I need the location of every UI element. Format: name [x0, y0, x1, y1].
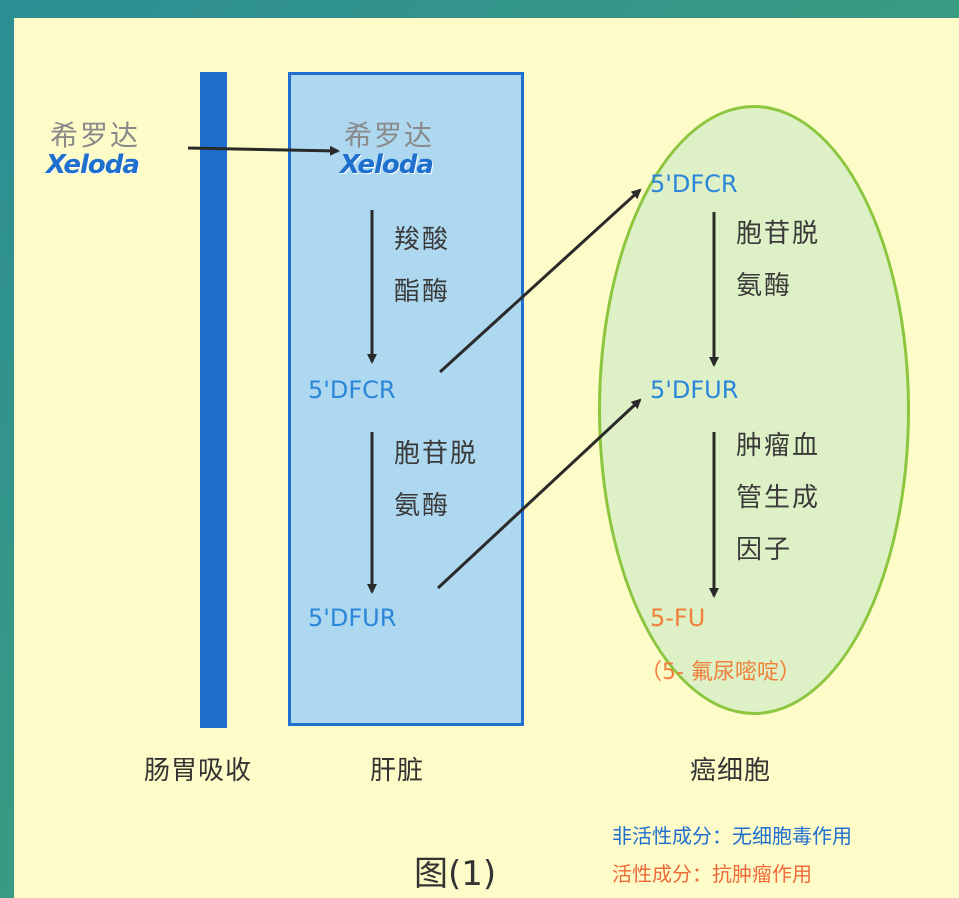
region-label-gut: 肠胃吸收 — [144, 756, 253, 786]
cell-enzyme2-line3: 因子 — [736, 535, 793, 565]
liver-enzyme2-line1: 胞苷脱 — [394, 439, 479, 469]
cell-enzyme2-line1: 肿瘤血 — [736, 431, 821, 461]
drug-logo-liver: Xeloda — [340, 150, 434, 180]
liver-enzyme1-line2: 酯酶 — [394, 277, 451, 307]
drug-logo-gut: Xeloda — [46, 150, 140, 180]
region-label-liver: 肝脏 — [370, 756, 425, 786]
cell-entry2: 5'DFUR — [650, 376, 739, 404]
liver-intermediate1: 5'DFCR — [308, 376, 396, 404]
region-label-cancer-cell: 癌细胞 — [690, 756, 772, 786]
gut-absorption-bar — [200, 72, 227, 728]
liver-enzyme1-line1: 羧酸 — [394, 225, 451, 255]
liver-enzyme2-line2: 氨酶 — [394, 491, 451, 521]
cancer-cell-region — [598, 105, 910, 715]
cell-enzyme1-line2: 氨酶 — [736, 271, 793, 301]
cell-product-cn: （5- 氟尿嘧啶） — [640, 660, 801, 685]
legend-active: 活性成分：抗肿瘤作用 — [612, 862, 812, 886]
cell-product: 5-FU — [650, 604, 706, 632]
cell-enzyme2-line2: 管生成 — [736, 483, 821, 513]
legend-inactive: 非活性成分：无细胞毒作用 — [612, 824, 852, 848]
cell-enzyme1-line1: 胞苷脱 — [736, 219, 821, 249]
cell-entry1: 5'DFCR — [650, 170, 738, 198]
drug-name-cn-gut: 希罗达 — [50, 119, 141, 152]
liver-intermediate2: 5'DFUR — [308, 604, 397, 632]
cell-enzyme1: 胞苷脱 氨酶 — [736, 208, 820, 312]
liver-enzyme2: 胞苷脱 氨酶 — [394, 428, 478, 532]
figure-caption: 图(1) — [414, 854, 497, 894]
drug-name-cn-liver: 希罗达 — [344, 119, 435, 152]
liver-enzyme1: 羧酸 酯酶 — [394, 214, 450, 318]
cell-enzyme2: 肿瘤血 管生成 因子 — [736, 420, 820, 576]
